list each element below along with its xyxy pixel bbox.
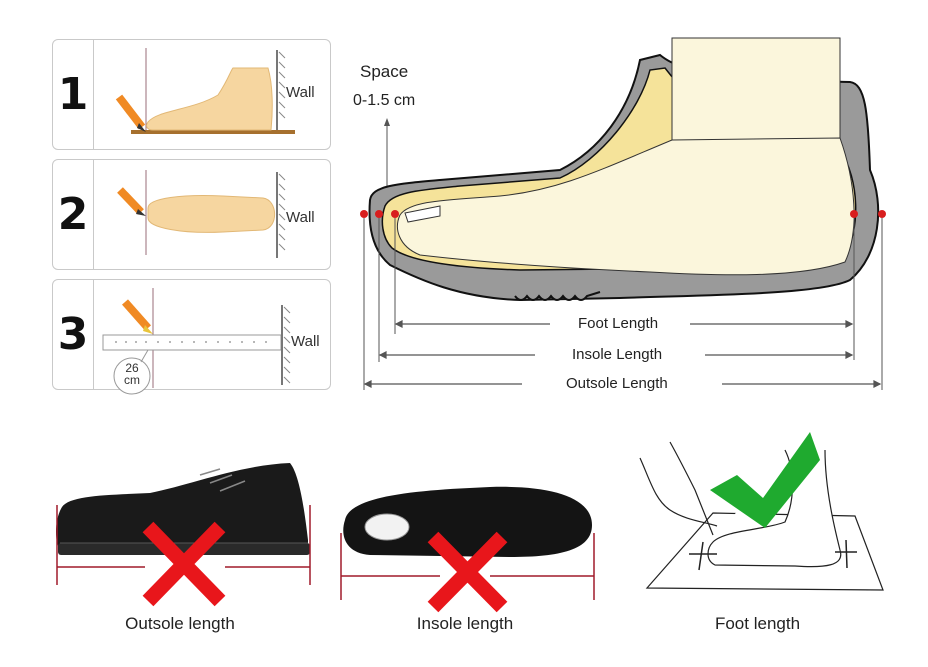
step-number: 2 xyxy=(53,160,94,269)
insole-length-dimension-label: Insole Length xyxy=(572,346,663,363)
measurement-unit: cm xyxy=(124,373,140,387)
pencil-icon xyxy=(122,299,153,334)
x-icon xyxy=(142,521,226,607)
x-icon xyxy=(427,531,508,613)
check-icon xyxy=(710,432,820,528)
foot-length-caption: Foot length xyxy=(714,614,801,633)
step-number: 3 xyxy=(53,280,94,389)
insole-illustration xyxy=(340,486,595,613)
ruler-measurement-illustration xyxy=(102,288,291,395)
foot-length-dimension-label: Foot Length xyxy=(578,315,659,332)
space-value: 0-1.5 cm xyxy=(353,92,416,109)
measurement-badge: 26 cm xyxy=(121,362,143,386)
measurement-value: 26 xyxy=(125,361,139,375)
shoe-cross-section-diagram xyxy=(360,37,886,390)
foot-tracing-illustration xyxy=(639,432,884,591)
step-3-panel: 3 26 cm Wall xyxy=(52,279,331,395)
foot-top-view-illustration xyxy=(117,170,286,258)
space-label: Space xyxy=(360,62,409,81)
insole-length-caption: Insole length xyxy=(416,614,514,633)
step-number: 1 xyxy=(53,40,94,149)
measurement-points xyxy=(360,210,886,218)
wall-label: Wall xyxy=(286,84,315,101)
step-2-panel: 2 Wall xyxy=(52,159,331,270)
foot-side-view-illustration xyxy=(115,48,295,134)
wall-label: Wall xyxy=(291,333,320,350)
wall-label: Wall xyxy=(286,209,315,226)
outsole-length-caption: Outsole length xyxy=(125,614,235,633)
pencil-icon xyxy=(117,187,146,216)
outsole-length-dimension-label: Outsole Length xyxy=(566,375,668,392)
sneaker-illustration xyxy=(56,463,311,607)
pencil-icon xyxy=(115,94,146,132)
step-1-panel: 1 Wall xyxy=(52,39,331,150)
